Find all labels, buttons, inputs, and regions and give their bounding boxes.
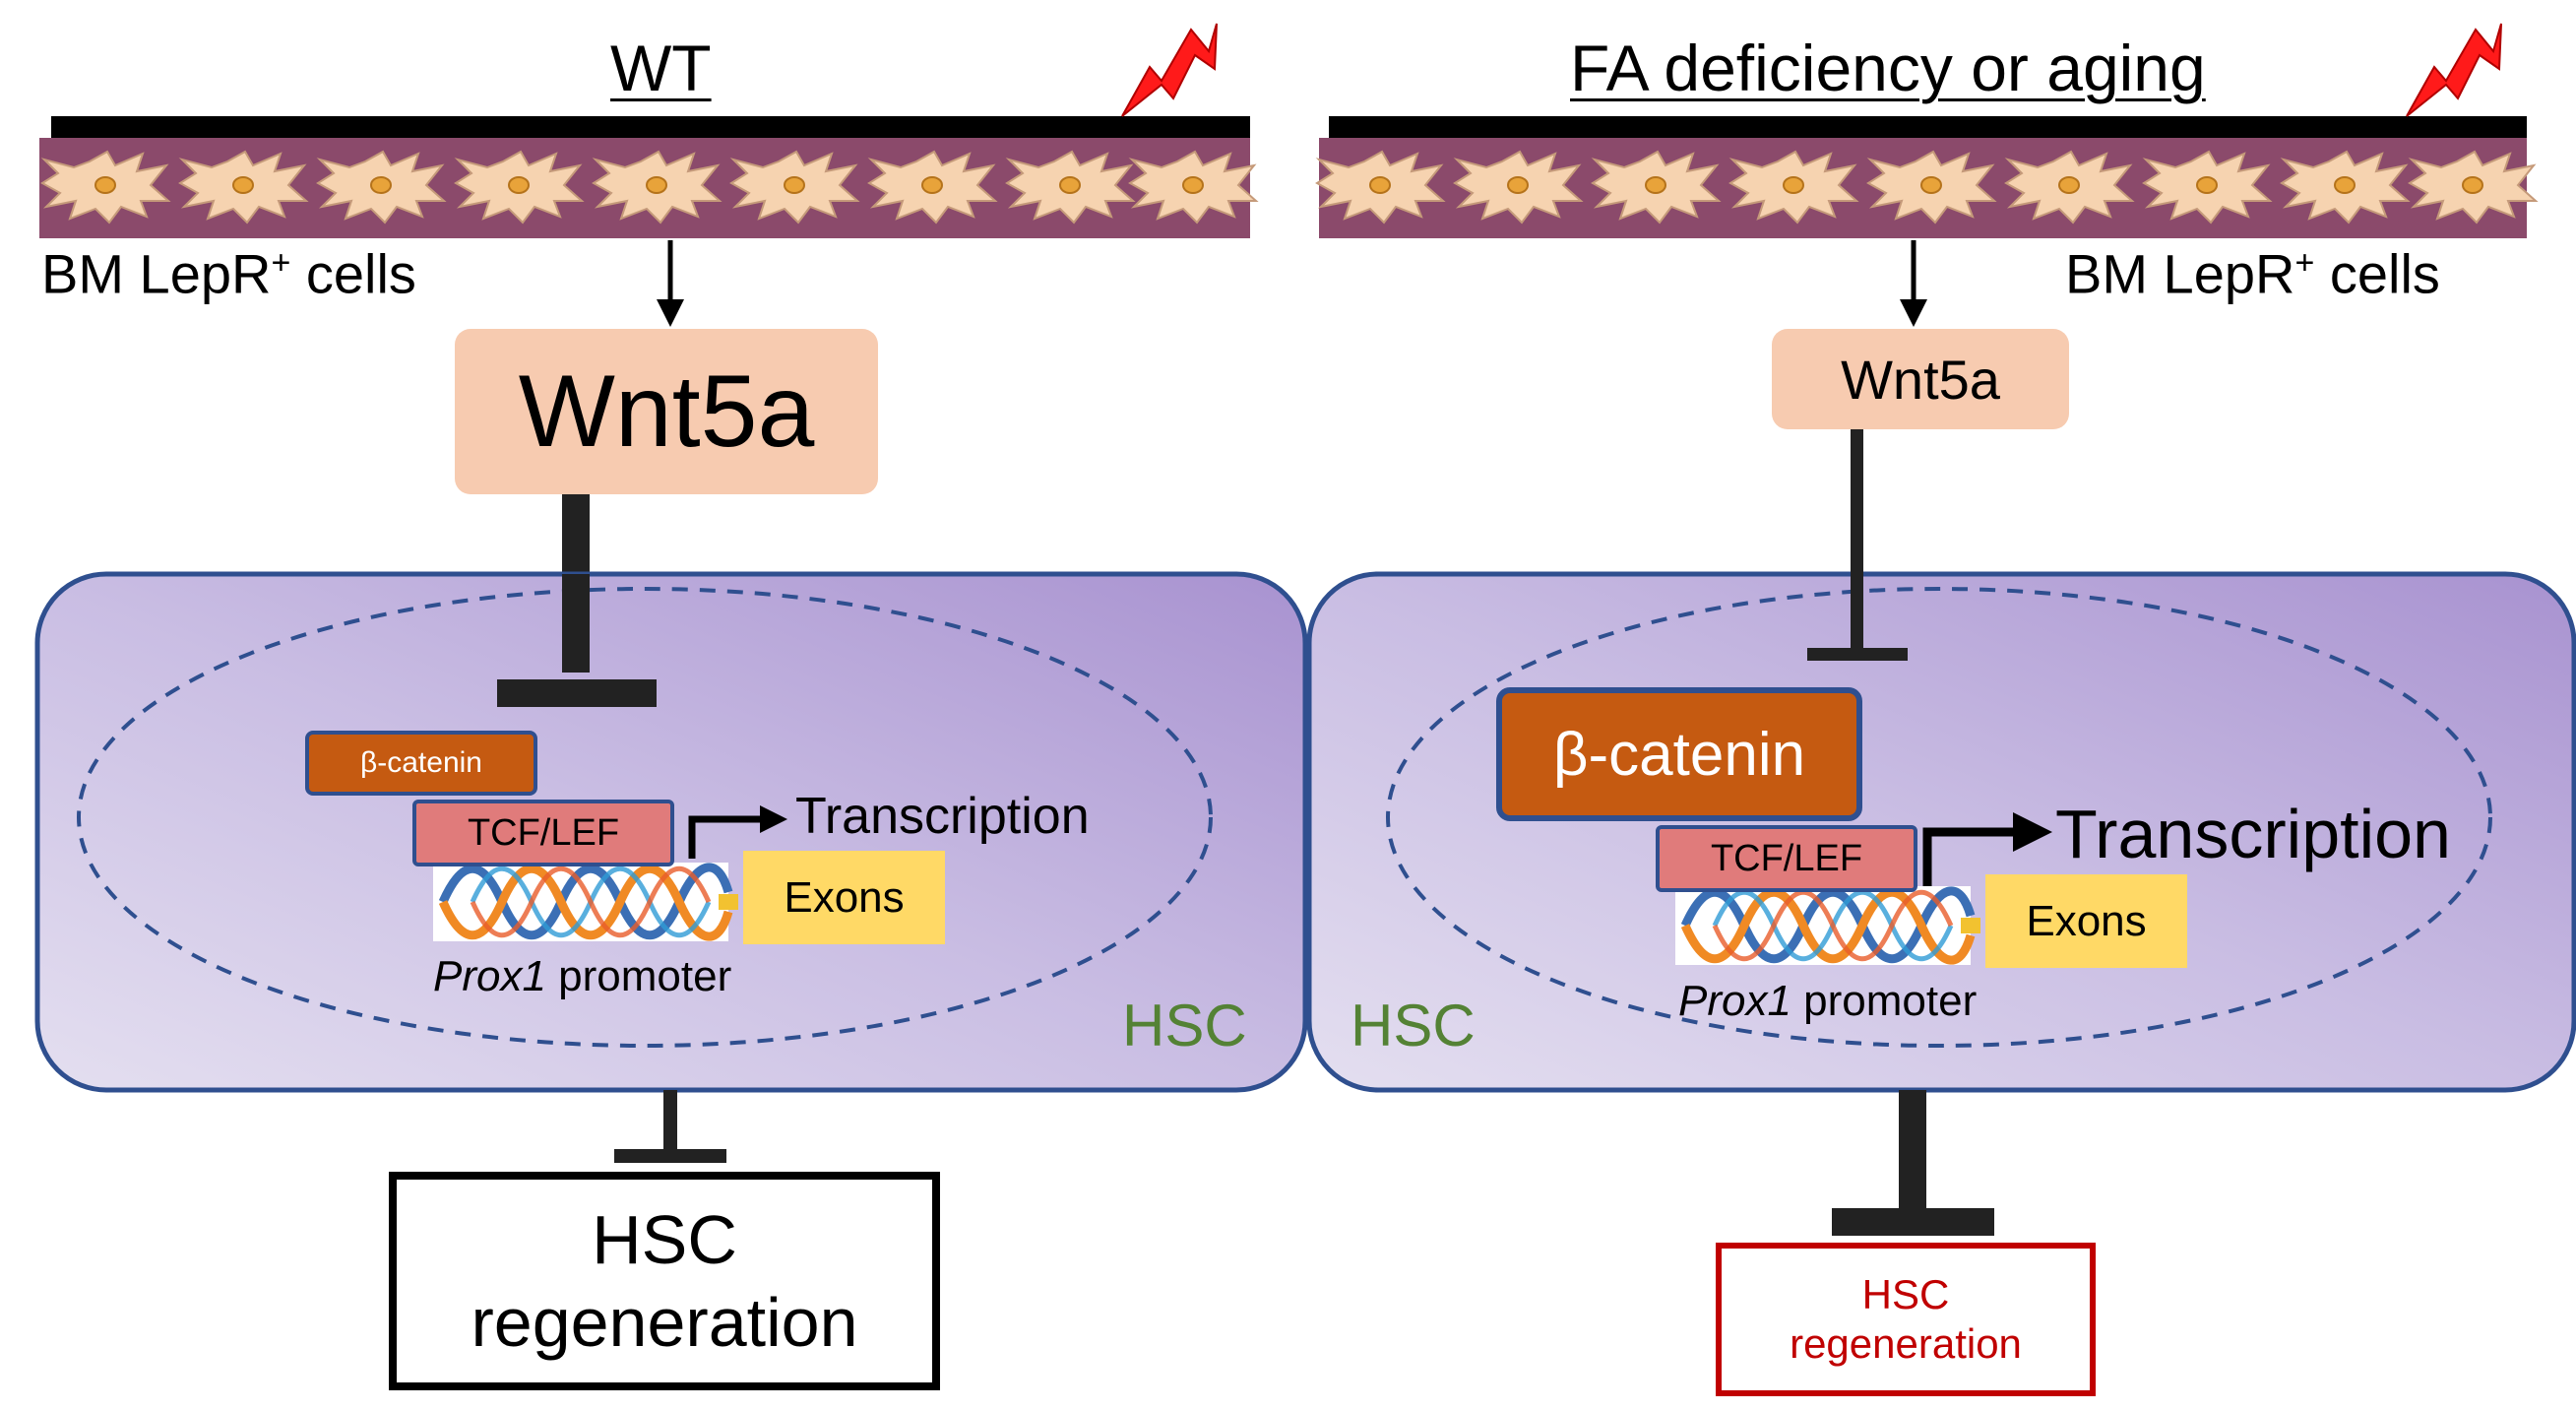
right-promoter-label: Prox1 promoter	[1678, 977, 1978, 1025]
left-wnt5a-box: Wnt5a	[455, 329, 878, 494]
right-inhibition-stem	[1851, 426, 1863, 653]
left-outcome-inhibition-bar	[614, 1149, 726, 1163]
left-lepr-cells	[41, 151, 1257, 224]
left-dna-helix	[433, 863, 738, 941]
left-panel-title: WT	[610, 32, 712, 104]
left-cells-label: BM LepR+ cells	[41, 242, 416, 305]
right-regeneration-line1: HSC	[1861, 1270, 1950, 1317]
right-transcription-arrow	[1922, 827, 2018, 886]
right-exons-box: Exons	[1985, 874, 2187, 968]
left-transcription-arrow	[688, 815, 763, 859]
left-hsc-label: HSC	[1122, 993, 1247, 1058]
right-wnt5a-box: Wnt5a	[1772, 329, 2069, 429]
right-dna-helix	[1675, 886, 1980, 965]
right-transcription-arrowhead	[2013, 812, 2052, 852]
left-outcome-inhibition-stem	[663, 1090, 677, 1149]
right-hsc-label: HSC	[1351, 993, 1476, 1058]
left-regeneration-line1: HSC	[592, 1201, 737, 1278]
left-regeneration-line2: regeneration	[471, 1284, 858, 1361]
right-secretion-arrowhead	[1900, 299, 1927, 327]
left-nucleus	[77, 587, 1213, 1048]
right-hsc-regeneration-box: HSC regeneration	[1716, 1243, 2096, 1396]
right-regeneration-line2: regeneration	[1790, 1320, 2022, 1367]
right-panel-title: FA deficiency or aging	[1570, 32, 2206, 104]
right-lepr-cells	[1316, 151, 2537, 224]
right-panel	[1306, 23, 2576, 1236]
left-beta-catenin-box: β-catenin	[305, 731, 537, 796]
right-nucleus	[1386, 587, 2492, 1048]
right-cells-label: BM LepR+ cells	[2065, 242, 2440, 305]
right-outcome-inhibition-bar	[1832, 1208, 1994, 1236]
left-lightning-icon	[1121, 23, 1218, 117]
left-hsc-regeneration-box: HSC regeneration	[389, 1172, 940, 1390]
right-inhibition-bar	[1807, 648, 1908, 661]
left-promoter-label: Prox1 promoter	[433, 952, 732, 1000]
right-membrane	[1329, 116, 2527, 138]
left-transcription-arrowhead	[760, 805, 787, 833]
right-tcf-lef-box: TCF/LEF	[1656, 825, 1917, 892]
right-transcription-label: Transcription	[2055, 796, 2451, 872]
right-outcome-inhibition-stem	[1899, 1090, 1926, 1210]
left-secretion-arrowhead	[657, 299, 684, 327]
left-transcription-label: Transcription	[795, 788, 1090, 845]
right-lightning-icon	[2406, 23, 2502, 117]
left-exons-box: Exons	[743, 851, 945, 944]
left-tcf-lef-box: TCF/LEF	[412, 800, 674, 866]
left-membrane	[51, 116, 1250, 138]
right-beta-catenin-box: β-catenin	[1496, 687, 1862, 821]
